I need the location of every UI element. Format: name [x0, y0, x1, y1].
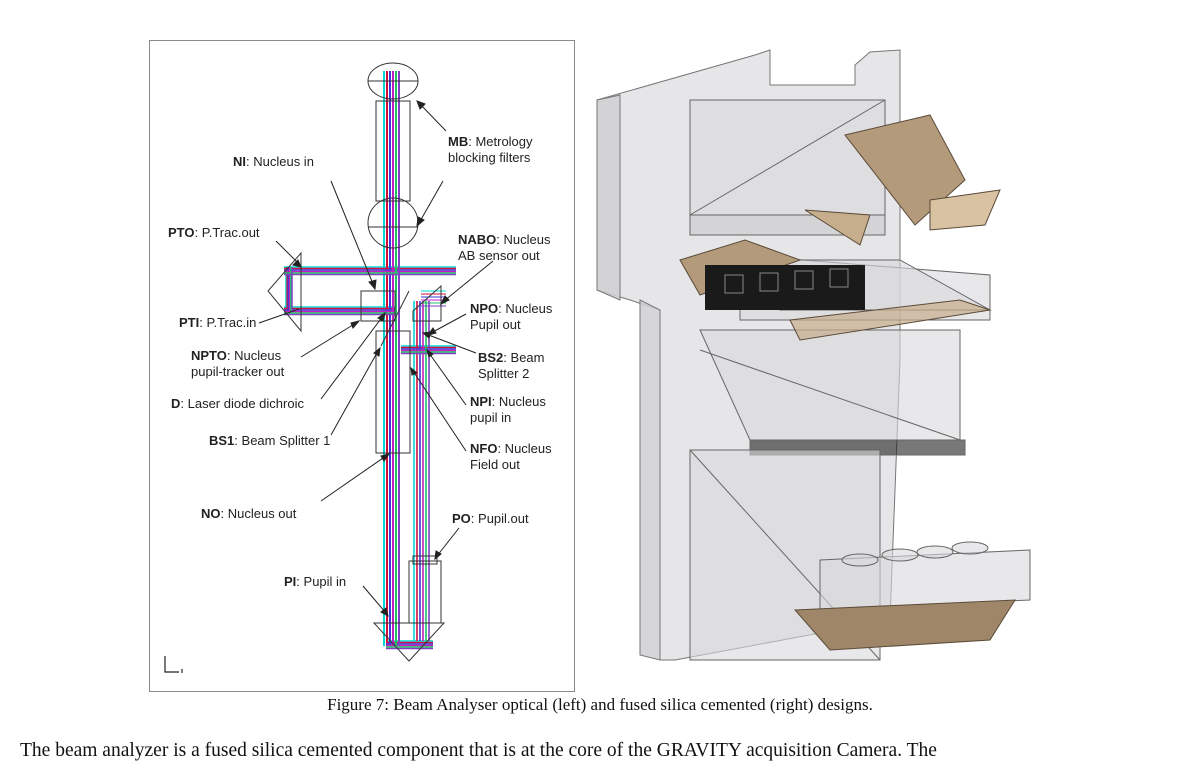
label-nabo: NABO: Nucleus: [458, 232, 551, 247]
label-npo: NPO: Nucleus: [470, 301, 553, 316]
label-bs2: BS2: Beam: [478, 350, 544, 365]
glass-blocks: [688, 99, 1031, 661]
label-npto: NPTO: Nucleus: [191, 348, 282, 363]
svg-text:Pupil out: Pupil out: [470, 317, 521, 332]
svg-text:Splitter 2: Splitter 2: [478, 366, 529, 381]
pupil-tracker-prism: [267, 251, 302, 333]
figure-caption: Figure 7: Beam Analyser optical (left) a…: [327, 695, 873, 714]
optical-elements: [267, 62, 446, 662]
beam-splitter-2: [412, 284, 442, 322]
label-pti: PTI: P.Trac.in: [179, 315, 256, 330]
label-d: D: Laser diode dichroic: [171, 396, 304, 411]
label-ni: NI: Nucleus in: [233, 154, 314, 169]
diagram-labels: MB: Metrology blocking filters NI: Nucle…: [168, 134, 553, 589]
label-po: PO: Pupil.out: [452, 511, 529, 526]
label-mb: MB: Metrology: [448, 134, 533, 149]
svg-text:pupil in: pupil in: [470, 410, 511, 425]
fused-silica-3d-render: [585, 35, 1185, 670]
label-npi: NPI: Nucleus: [470, 394, 546, 409]
label-arrows: [258, 100, 494, 618]
pupil-in-prism: [372, 622, 446, 662]
label-bs1: BS1: Beam Splitter 1: [209, 433, 330, 448]
body-paragraph: The beam analyzer is a fused silica ceme…: [20, 740, 937, 761]
axis-triad-icon: [164, 656, 183, 673]
beam-splitter-1: [360, 290, 396, 322]
svg-text:Field out: Field out: [470, 457, 520, 472]
svg-text:AB sensor out: AB sensor out: [458, 248, 540, 263]
svg-text:blocking filters: blocking filters: [448, 150, 531, 165]
optical-design-diagram: MB: Metrology blocking filters NI: Nucle…: [149, 40, 575, 692]
label-pto: PTO: P.Trac.out: [168, 225, 260, 240]
label-no: NO: Nucleus out: [201, 506, 297, 521]
label-pi: PI: Pupil in: [284, 574, 346, 589]
detector-windows: [705, 265, 865, 310]
label-nfo: NFO: Nucleus: [470, 441, 552, 456]
svg-text:pupil-tracker out: pupil-tracker out: [191, 364, 285, 379]
